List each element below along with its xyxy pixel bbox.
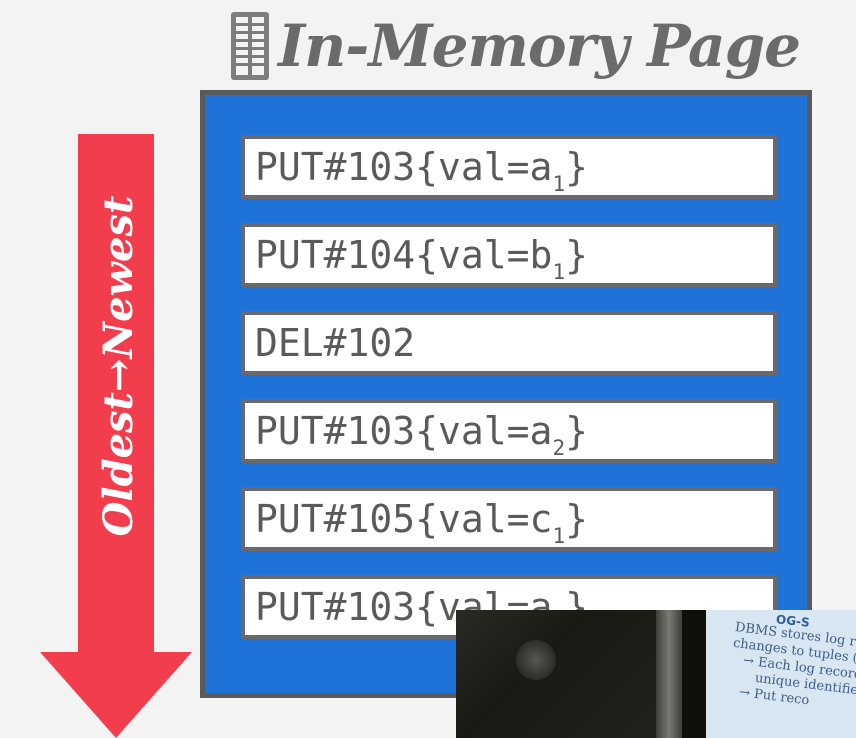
projected-slide: OG-S DBMS stores log reco changes to tup… <box>706 610 856 738</box>
log-value-prefix: {val=b <box>415 233 553 277</box>
log-record-id: #103 <box>323 585 416 629</box>
log-value-prefix: {val=a <box>415 409 553 453</box>
video-gap <box>682 610 706 738</box>
slide-text: DBMS stores log reco changes to tuples (… <box>726 620 856 726</box>
log-value-subscript: 2 <box>552 436 566 460</box>
log-value-prefix: {val=a <box>415 145 553 189</box>
log-op: PUT <box>255 233 324 277</box>
log-op: PUT <box>255 585 324 629</box>
log-record-id: #103 <box>323 145 416 189</box>
title-text: In-Memory Page <box>278 12 801 80</box>
log-record-id: #102 <box>323 321 416 365</box>
log-record-row: PUT #104 {val=b1} <box>241 223 777 287</box>
log-value: {val=a2} <box>415 409 588 459</box>
log-value-suffix: } <box>565 233 588 277</box>
log-value: {val=c1} <box>415 497 588 547</box>
log-record-id: #103 <box>323 409 416 453</box>
oldest-to-newest-arrow: Oldest→Newest <box>40 134 192 738</box>
memory-chip-icon <box>231 12 269 80</box>
log-record-id: #104 <box>323 233 416 277</box>
log-value-suffix: } <box>565 409 588 453</box>
video-pillar <box>656 610 682 738</box>
log-op: DEL <box>255 321 324 365</box>
log-value: {val=a1} <box>415 145 588 195</box>
log-value-subscript: 1 <box>552 524 566 548</box>
log-value-suffix: } <box>565 145 588 189</box>
log-value-prefix: {val=c <box>415 497 553 541</box>
log-record-id: #105 <box>323 497 416 541</box>
video-light <box>516 640 556 680</box>
log-value-suffix: } <box>565 497 588 541</box>
video-overlay: OG-S DBMS stores log reco changes to tup… <box>456 610 856 738</box>
log-record-row: PUT #103 {val=a1} <box>241 135 777 199</box>
log-record-row: PUT #105 {val=c1} <box>241 487 777 551</box>
log-value-subscript: 1 <box>552 260 566 284</box>
log-record-row: DEL #102 <box>241 311 777 375</box>
video-background <box>456 610 656 738</box>
log-record-row: PUT #103 {val=a2} <box>241 399 777 463</box>
arrow-label: Oldest→Newest <box>95 195 142 536</box>
in-memory-page: PUT #103 {val=a1}PUT #104 {val=b1}DEL #1… <box>200 90 812 698</box>
page-title: In-Memory Page <box>228 6 801 86</box>
log-op: PUT <box>255 497 324 541</box>
log-op: PUT <box>255 145 324 189</box>
log-value: {val=b1} <box>415 233 588 283</box>
log-op: PUT <box>255 409 324 453</box>
log-value-subscript: 1 <box>552 172 566 196</box>
